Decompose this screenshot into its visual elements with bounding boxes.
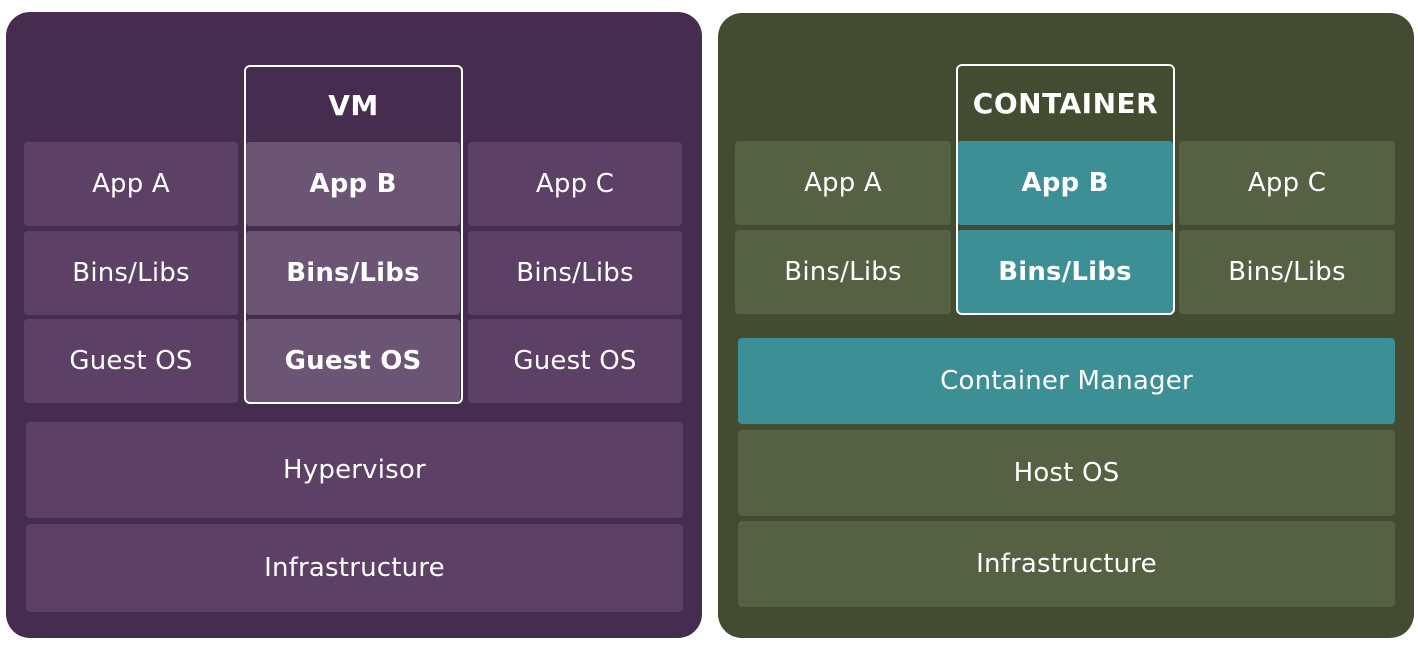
vm-guest-os-c: Guest OS [468, 319, 682, 403]
container-bins-libs-c: Bins/Libs [1179, 230, 1395, 314]
container-manager-layer: Container Manager [738, 338, 1395, 424]
vm-architecture-panel: App A App B App C Bins/Libs Bins/Libs Bi… [6, 12, 702, 638]
vm-app-a: App A [24, 142, 238, 226]
vm-bins-libs-c: Bins/Libs [468, 231, 682, 315]
container-title: CONTAINER [972, 86, 1159, 120]
container-architecture-panel: App A App B App C Bins/Libs Bins/Libs Bi… [718, 13, 1414, 638]
container-highlight-frame [956, 64, 1175, 315]
vm-hypervisor-layer: Hypervisor [26, 422, 683, 518]
vm-highlight-frame [244, 65, 463, 404]
container-app-b: App B [957, 141, 1173, 225]
container-infrastructure-layer: Infrastructure [738, 521, 1395, 607]
vm-infrastructure-layer: Infrastructure [26, 524, 683, 612]
container-host-os-layer: Host OS [738, 430, 1395, 516]
container-bins-libs-a: Bins/Libs [735, 230, 951, 314]
vm-title: VM [328, 88, 379, 122]
vm-guest-os-b: Guest OS [246, 319, 460, 403]
container-app-a: App A [735, 141, 951, 225]
container-app-c: App C [1179, 141, 1395, 225]
vm-app-b: App B [246, 142, 460, 226]
vm-bins-libs-b: Bins/Libs [246, 231, 460, 315]
vm-guest-os-a: Guest OS [24, 319, 238, 403]
vm-bins-libs-a: Bins/Libs [24, 231, 238, 315]
container-bins-libs-b: Bins/Libs [957, 230, 1173, 314]
vm-app-c: App C [468, 142, 682, 226]
